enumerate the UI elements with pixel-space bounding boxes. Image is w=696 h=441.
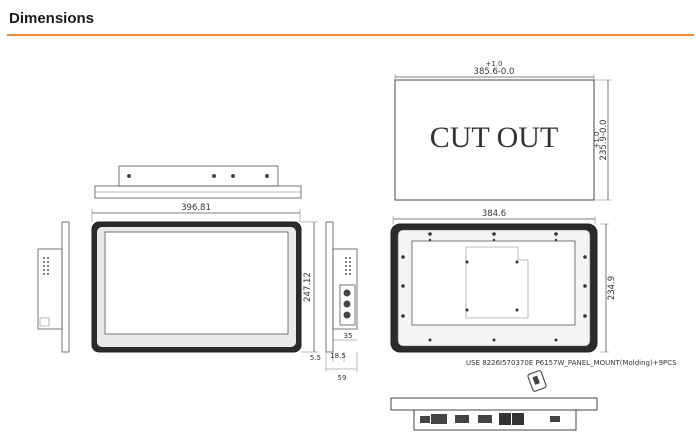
io-port <box>478 415 492 423</box>
side-connector-panel <box>339 284 356 326</box>
top-view <box>94 165 302 199</box>
io-port <box>499 413 511 425</box>
side-port <box>39 317 50 327</box>
cutout-width-tolerance: +1.0 <box>486 60 503 68</box>
mount-note: USE 8226I570370E P6157W_PANEL_MOUNT(Mold… <box>466 359 677 367</box>
right-side-view: 35 5.5 18.5 59 <box>310 221 358 382</box>
rear-chassis <box>411 240 576 326</box>
io-port <box>512 413 524 425</box>
rear-view: 384.6 234.9 USE 8226I570370E P6157W_PANE… <box>390 209 677 367</box>
cutout-height-tolerance: +1.0 <box>593 132 601 149</box>
io-port <box>455 415 469 423</box>
mount-holes <box>401 232 587 342</box>
page-title: Dimensions <box>9 10 95 27</box>
front-width-label: 396.81 <box>181 203 211 213</box>
title-underline <box>7 34 694 36</box>
bottom-view <box>390 397 598 431</box>
side-dim-59: 59 <box>338 374 347 382</box>
io-port <box>550 416 560 422</box>
connector-port <box>343 289 351 297</box>
rear-mount-plate <box>465 246 529 319</box>
side-dim-18-5: 18.5 <box>330 352 346 360</box>
connector-port <box>343 300 351 308</box>
left-side-view <box>37 221 70 353</box>
panel-mount-clip <box>527 370 547 392</box>
bottom-io-panel <box>413 409 577 431</box>
front-height-label: 247.12 <box>303 272 313 302</box>
cutout-label: CUT OUT <box>430 121 559 154</box>
cutout-height-label: 235.9-0.0 <box>599 120 609 161</box>
cutout-rectangle <box>394 79 595 201</box>
io-port <box>420 416 430 423</box>
top-view-body <box>118 165 279 187</box>
screw-hole <box>127 174 131 178</box>
front-view: 396.81 247.12 <box>91 203 318 353</box>
right-side-body <box>332 248 358 330</box>
screw-hole <box>265 174 269 178</box>
rear-width-label: 384.6 <box>482 209 506 219</box>
front-screen <box>104 231 289 335</box>
screw-hole <box>231 174 235 178</box>
io-port <box>431 414 447 424</box>
left-side-body <box>37 248 63 330</box>
side-dim-35: 35 <box>344 332 353 340</box>
side-dim-5-5: 5.5 <box>310 354 321 362</box>
rear-height-label: 234.9 <box>607 276 617 300</box>
cutout-view: +1.0 385.6-0.0 CUT OUT +1.0 235.9-0.0 <box>394 60 612 201</box>
vent-grille <box>43 257 49 275</box>
cutout-width-label: 385.6-0.0 <box>474 67 515 77</box>
vent-grille <box>345 257 351 275</box>
connector-port <box>343 311 351 319</box>
screw-hole <box>212 174 216 178</box>
bottom-bezel <box>390 397 598 411</box>
